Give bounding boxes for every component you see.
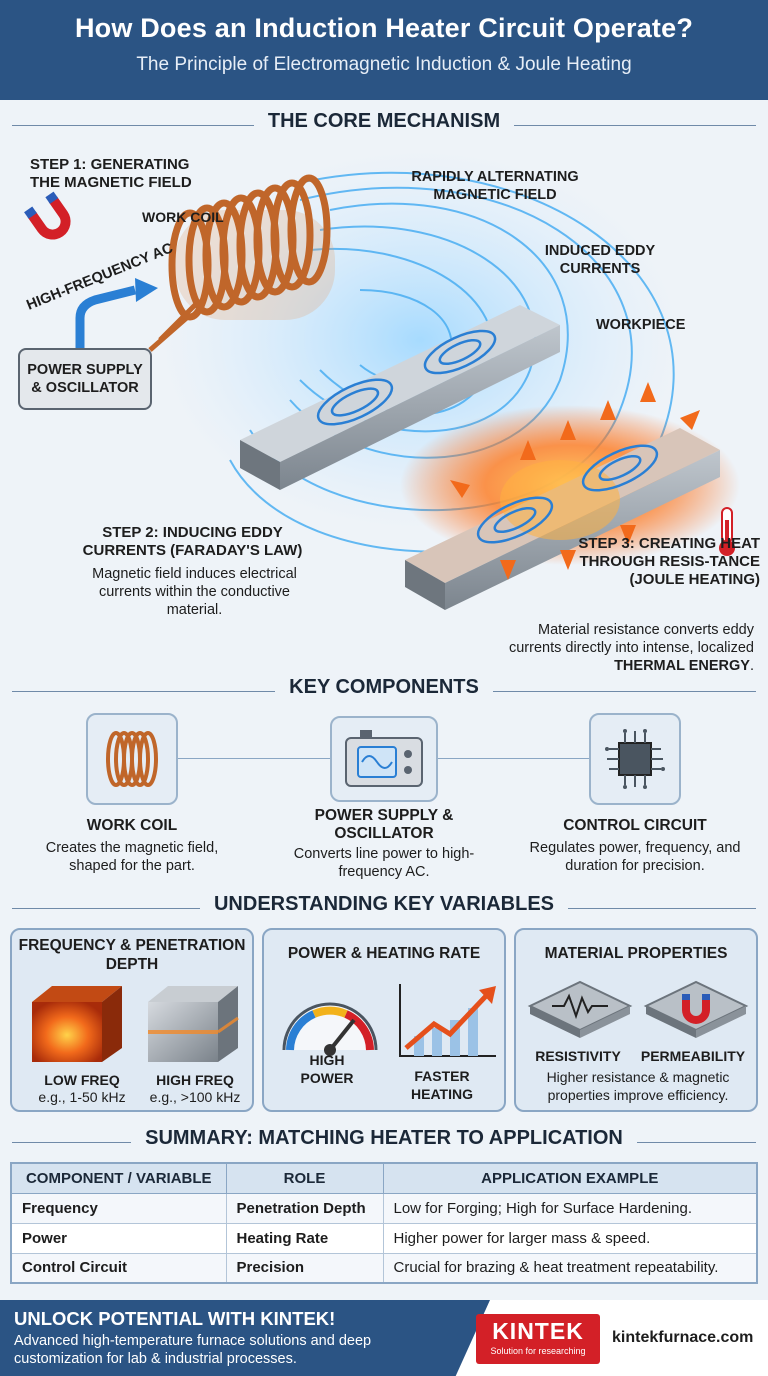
thermometer-icon	[719, 507, 735, 556]
step2-label: STEP 2: INDUCING EDDY CURRENTS (FARADAY'…	[82, 524, 303, 559]
table-cell: Frequency	[10, 1192, 227, 1224]
chip-icon	[605, 729, 665, 789]
permeability-tile	[643, 980, 749, 1038]
step2-desc: Magnetic field induces electrical curren…	[92, 566, 297, 618]
control-circuit-card	[589, 713, 681, 805]
table-header: ROLE	[225, 1162, 384, 1194]
frequency-title: FREQUENCY & PENETRATION DEPTH	[18, 937, 246, 973]
summary-table: COMPONENT / VARIABLE ROLE APPLICATION EX…	[10, 1162, 758, 1284]
faster-heating-label: FASTER HEATING	[411, 1068, 473, 1102]
low-freq-example: e.g., 1-50 kHz	[38, 1089, 126, 1105]
logo-tagline: Solution for researching	[490, 1346, 586, 1356]
high-freq-label: HIGH FREQ	[156, 1072, 234, 1088]
work-coil	[148, 174, 335, 352]
section-core: THE CORE MECHANISM	[0, 110, 768, 140]
component-desc-1: Creates the magnetic field, shaped for t…	[45, 840, 219, 874]
oscillator-icon	[345, 730, 423, 787]
frequency-card: FREQUENCY & PENETRATION DEPTH LOW FREQ e…	[10, 928, 254, 1112]
table-row: Power Heating Rate Higher power for larg…	[10, 1222, 758, 1254]
footer-desc: Advanced high-temperature furnace soluti…	[14, 1333, 372, 1367]
table-cell: Power	[10, 1222, 227, 1254]
work-coil-card	[86, 713, 178, 805]
footer-headline: UNLOCK POTENTIAL WITH KINTEK!	[14, 1308, 336, 1329]
work-coil-label: WORK COIL	[142, 209, 224, 225]
page-title: How Does an Induction Heater Circuit Ope…	[74, 13, 694, 43]
kintek-logo[interactable]: KINTEK Solution for researching	[476, 1314, 600, 1364]
magnet-icon	[682, 998, 710, 1024]
coil-icon	[106, 731, 158, 787]
high-freq-cube	[148, 986, 239, 1062]
high-power-label: HIGH POWER	[300, 1052, 354, 1086]
step1-label: STEP 1: GENERATING THE MAGNETIC FIELD	[30, 156, 192, 191]
logo-text: KINTEK	[492, 1318, 584, 1344]
workpiece-label: WORKPIECE	[596, 317, 686, 333]
power-title: POWER & HEATING RATE	[287, 945, 481, 962]
material-title: MATERIAL PROPERTIES	[544, 945, 728, 962]
heated-eddy-rings	[476, 444, 659, 544]
eddy-label: INDUCED EDDY CURRENTS	[544, 243, 656, 277]
power-supply-card	[330, 716, 438, 802]
mechanism-diagram	[24, 150, 740, 610]
table-header: COMPONENT / VARIABLE	[10, 1162, 227, 1194]
material-card: MATERIAL PROPERTIES RESISTIVITY PERMEABI…	[514, 928, 758, 1112]
step3-emphasis: THERMAL ENERGY	[614, 658, 750, 674]
website-link[interactable]: kintekfurnace.com	[612, 1329, 754, 1346]
footer-banner	[0, 1300, 490, 1376]
power-supply-label: POWER SUPPLY & OSCILLATOR	[27, 362, 143, 396]
step3-desc: Material resistance converts eddy curren…	[508, 622, 754, 674]
heating-rate-chart	[399, 984, 496, 1057]
component-title-1: WORK COIL	[86, 817, 178, 834]
low-freq-label: LOW FREQ	[44, 1072, 120, 1088]
material-desc: Higher resistance & magnetic properties …	[546, 1069, 730, 1103]
high-freq-example: e.g., >100 kHz	[149, 1089, 241, 1105]
table-row: Control Circuit Precision Crucial for br…	[10, 1252, 758, 1284]
power-supply-box	[18, 348, 152, 410]
component-desc-2: Converts line power to high-frequency AC…	[293, 846, 475, 880]
material-graphics	[527, 980, 749, 1038]
table-header: APPLICATION EXAMPLE	[382, 1162, 758, 1194]
section-summary: SUMMARY: MATCHING HEATER TO APPLICATION	[0, 1127, 768, 1157]
power-graphics	[282, 984, 496, 1057]
table-header-row: COMPONENT / VARIABLE ROLE APPLICATION EX…	[10, 1162, 758, 1194]
table-row: Frequency Penetration Depth Low for Forg…	[10, 1192, 758, 1224]
resistivity-label: RESISTIVITY	[535, 1048, 621, 1064]
header-banner: How Does an Induction Heater Circuit Ope…	[0, 0, 768, 100]
table-cell: Penetration Depth	[225, 1192, 384, 1224]
power-gauge	[282, 1002, 378, 1056]
footer: UNLOCK POTENTIAL WITH KINTEK! Advanced h…	[0, 1300, 768, 1376]
table-cell: Low for Forging; High for Surface Harden…	[382, 1192, 758, 1224]
component-title-3: CONTROL CIRCUIT	[563, 817, 707, 834]
component-title-2: POWER SUPPLY & OSCILLATOR	[314, 807, 454, 842]
table-cell: Control Circuit	[10, 1252, 227, 1284]
penetration-cubes	[32, 986, 239, 1062]
low-freq-cube	[32, 986, 122, 1062]
eddy-current-rings	[316, 329, 497, 426]
step3-label: STEP 3: CREATING HEAT THROUGH RESIS-TANC…	[578, 535, 760, 588]
power-card: POWER & HEATING RATE HIGH POWER FASTER H…	[262, 928, 506, 1112]
section-components: KEY COMPONENTS	[0, 676, 768, 706]
ac-arrow	[75, 285, 137, 352]
table-cell: Heating Rate	[225, 1222, 384, 1254]
section-variables: UNDERSTANDING KEY VARIABLES	[0, 893, 768, 923]
heat-arrows	[450, 382, 700, 580]
field-label: RAPIDLY ALTERNATING MAGNETIC FIELD	[411, 169, 579, 203]
magnet-icon	[24, 191, 71, 240]
table-cell: Precision	[225, 1252, 384, 1284]
page-subtitle: The Principle of Electromagnetic Inducti…	[136, 54, 632, 75]
permeability-label: PERMEABILITY	[640, 1048, 746, 1064]
component-desc-3: Regulates power, frequency, and duration…	[529, 840, 741, 874]
resistivity-tile	[527, 980, 633, 1038]
table-cell: Higher power for larger mass & speed.	[382, 1222, 758, 1254]
table-cell: Crucial for brazing & heat treatment rep…	[382, 1252, 758, 1284]
